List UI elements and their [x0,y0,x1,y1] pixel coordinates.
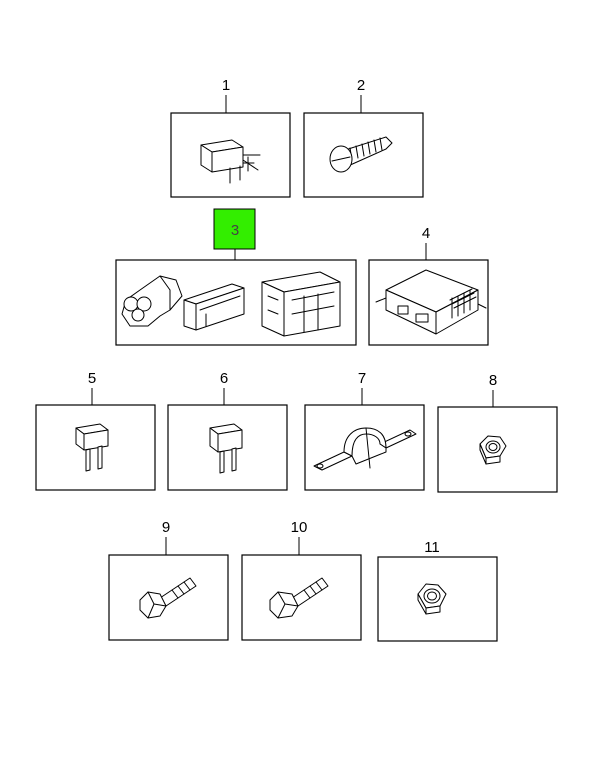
fuse-icon [209,423,243,474]
callout-number-10: 10 [291,519,308,536]
part-11[interactable]: 11 [377,539,498,642]
relay-icon [200,139,261,184]
part-10[interactable]: 10 [241,519,362,641]
bracket-icon [313,427,417,471]
callout-number-5: 5 [88,370,96,387]
connector-set-icon [121,271,341,337]
part-4[interactable]: 4 [368,225,489,346]
part-6[interactable]: 6 [167,370,288,491]
part-1[interactable]: 1 [170,77,291,198]
part-7[interactable]: 7 [304,370,425,491]
callout-number-1: 1 [222,77,230,94]
part-frame [241,554,362,641]
callout-number-2: 2 [357,77,365,94]
callout-number-7: 7 [358,370,366,387]
part-5[interactable]: 5 [35,370,156,491]
callout-number-11: 11 [424,539,440,556]
callout-number-8: 8 [489,372,497,389]
fuse-icon [75,423,109,472]
selected-part-highlight[interactable] [213,208,256,250]
bolt-icon [269,577,329,619]
part-3[interactable]: 3 [115,208,357,346]
part-9[interactable]: 9 [108,519,229,641]
nut-icon [479,435,507,465]
callout-number-3: 3 [231,222,239,239]
callout-number-9: 9 [162,519,170,536]
part-frame [377,556,498,642]
part-8[interactable]: 8 [437,372,558,493]
screw-icon [329,136,393,173]
callout-number-4: 4 [422,225,430,242]
control-module-icon [375,269,487,335]
part-2[interactable]: 2 [303,77,424,198]
part-frame [304,404,425,491]
callout-number-6: 6 [220,370,228,387]
nut-icon [417,583,447,615]
bolt-icon [139,577,197,619]
